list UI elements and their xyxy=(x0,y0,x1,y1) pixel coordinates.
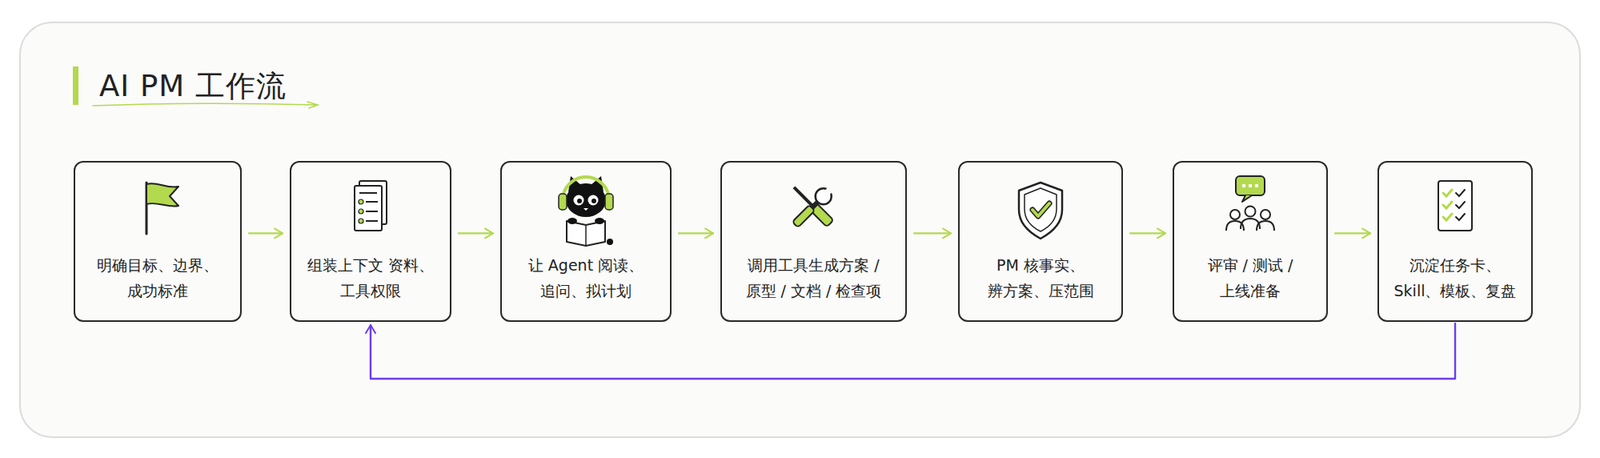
shield-icon xyxy=(1018,182,1063,239)
step-label: 评审 / 测试 / 上线准备 xyxy=(1183,252,1317,304)
process-box: PM 核事实、 辨方案、压范围 xyxy=(958,160,1123,322)
review-icon xyxy=(1226,176,1275,231)
step-label: 沉淀任务卡、 Skill、模板、复盘 xyxy=(1388,252,1522,304)
flow-arrow xyxy=(914,232,951,234)
tools-icon xyxy=(789,182,837,230)
step-label: 让 Agent 阅读、 追问、拟计划 xyxy=(511,252,661,304)
step-label: 明确目标、边界、 成功标准 xyxy=(84,252,231,304)
agent-cat-icon xyxy=(558,176,614,246)
flow-arrow xyxy=(248,232,283,234)
diagram-title: AI PM 工作流 xyxy=(99,68,287,105)
process-box: 评审 / 测试 / 上线准备 xyxy=(1172,160,1328,322)
step-label: 组装上下文 资料、工具权限 xyxy=(300,252,441,304)
feedback-loop-arrow xyxy=(370,323,1456,379)
checklist-icon xyxy=(1438,180,1472,231)
flow-arrow xyxy=(678,232,714,234)
process-box: 调用工具生成方案 / 原型 / 文档 / 检查项 xyxy=(720,160,907,322)
panel xyxy=(20,22,1580,438)
title-bar xyxy=(72,66,79,105)
document-icon xyxy=(354,180,387,231)
process-box: 组装上下文 资料、工具权限 xyxy=(289,160,452,322)
process-box: 沉淀任务卡、 Skill、模板、复盘 xyxy=(1377,160,1533,322)
step-label: PM 核事实、 辨方案、压范围 xyxy=(969,252,1112,304)
flow-arrow xyxy=(458,232,494,234)
process-box: 让 Agent 阅读、 追问、拟计划 xyxy=(500,160,672,322)
flow-arrow xyxy=(1335,232,1371,234)
flag-icon xyxy=(146,182,179,234)
flow-arrow xyxy=(1130,232,1166,234)
step-label: 调用工具生成方案 / 原型 / 文档 / 检查项 xyxy=(731,252,896,304)
process-box: 明确目标、边界、 成功标准 xyxy=(73,160,242,322)
